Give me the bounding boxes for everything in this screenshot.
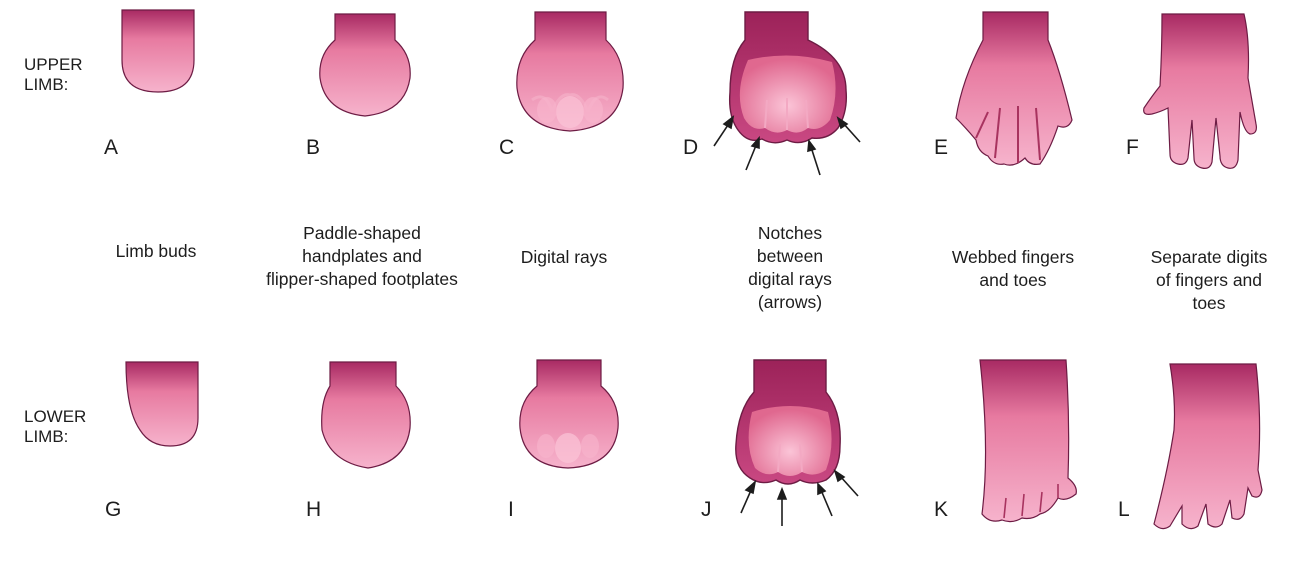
lower-limb-label: LOWER LIMB: [24,407,86,447]
letter-c: C [499,136,514,160]
stage-i-digital-rays [520,360,618,468]
letter-j: J [701,498,712,522]
letter-a: A [104,136,118,160]
letter-i: I [508,498,514,522]
letter-k: K [934,498,948,522]
stage-h-footplate [322,362,411,468]
letter-f: F [1126,136,1139,160]
stage-b-handplate [320,14,410,116]
upper-limb-label: UPPER LIMB: [24,55,83,95]
caption-notches: Notches between digital rays (arrows) [670,222,910,314]
stage-f-separate-digits-hand [1144,14,1257,168]
caption-separate-digits: Separate digits of fingers and toes [1089,246,1316,315]
stage-g-limb-bud [126,362,198,446]
stage-e-webbed-hand [956,12,1072,165]
letter-l: L [1118,498,1130,522]
stage-c-digital-rays [517,12,623,131]
stage-k-webbed-foot [980,360,1076,522]
letter-d: D [683,136,698,160]
stage-a-limb-bud [122,10,194,92]
letter-b: B [306,136,320,160]
letter-g: G [105,498,121,522]
caption-limb-buds: Limb buds [36,240,276,263]
letter-e: E [934,136,948,160]
stage-l-separate-toes [1154,364,1262,529]
letter-h: H [306,498,321,522]
stage-d-notches [730,12,847,143]
caption-digital-rays: Digital rays [444,246,684,269]
stage-j-notches [736,360,840,484]
